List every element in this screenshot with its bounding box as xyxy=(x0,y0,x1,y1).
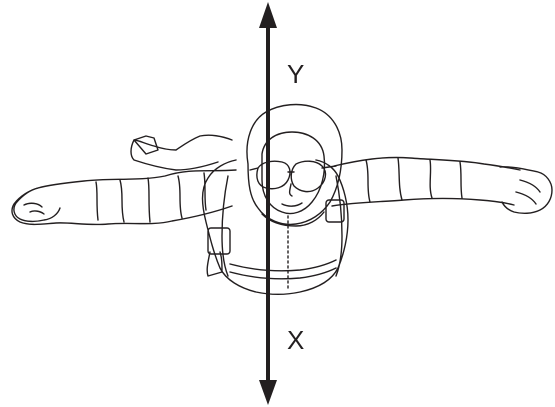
nose xyxy=(290,184,292,196)
y-axis-label: Y xyxy=(287,61,304,87)
left-glove xyxy=(14,188,60,221)
left-leg xyxy=(131,135,232,170)
arrowhead-up xyxy=(259,2,277,28)
right-glove xyxy=(500,167,552,213)
left-handle xyxy=(207,252,222,276)
harness-left-strap xyxy=(222,176,228,276)
left-boot xyxy=(134,136,158,154)
face-opening xyxy=(262,132,325,214)
right-arm xyxy=(332,157,520,206)
x-axis-label: X xyxy=(287,327,304,353)
skydiver-figure xyxy=(12,105,552,295)
vertical-axis xyxy=(259,2,277,405)
chest-strap xyxy=(230,260,336,279)
torso-outline xyxy=(203,160,349,294)
right-arm-folds xyxy=(366,158,462,202)
left-arm-folds xyxy=(96,173,206,222)
mouth xyxy=(282,203,302,206)
arrowhead-down xyxy=(259,380,277,405)
